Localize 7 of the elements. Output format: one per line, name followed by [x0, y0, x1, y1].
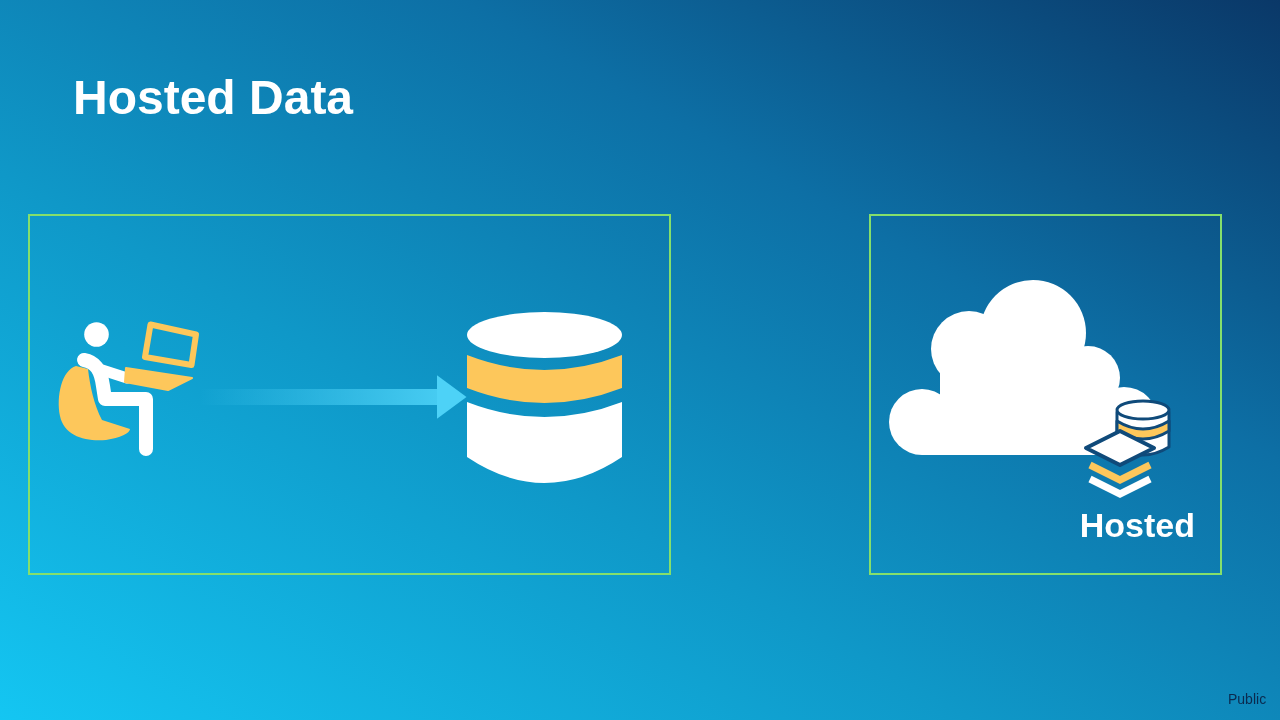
- footer-label: Public: [1228, 690, 1267, 708]
- outlined-frame: [28, 214, 671, 575]
- person-at-laptop-icon: [57, 321, 200, 455]
- outlined-frame: [869, 214, 1222, 575]
- slide-title: Hosted Data: [73, 70, 354, 126]
- database-icon: [466, 311, 622, 484]
- panel-label: Hosted: [1079, 505, 1195, 545]
